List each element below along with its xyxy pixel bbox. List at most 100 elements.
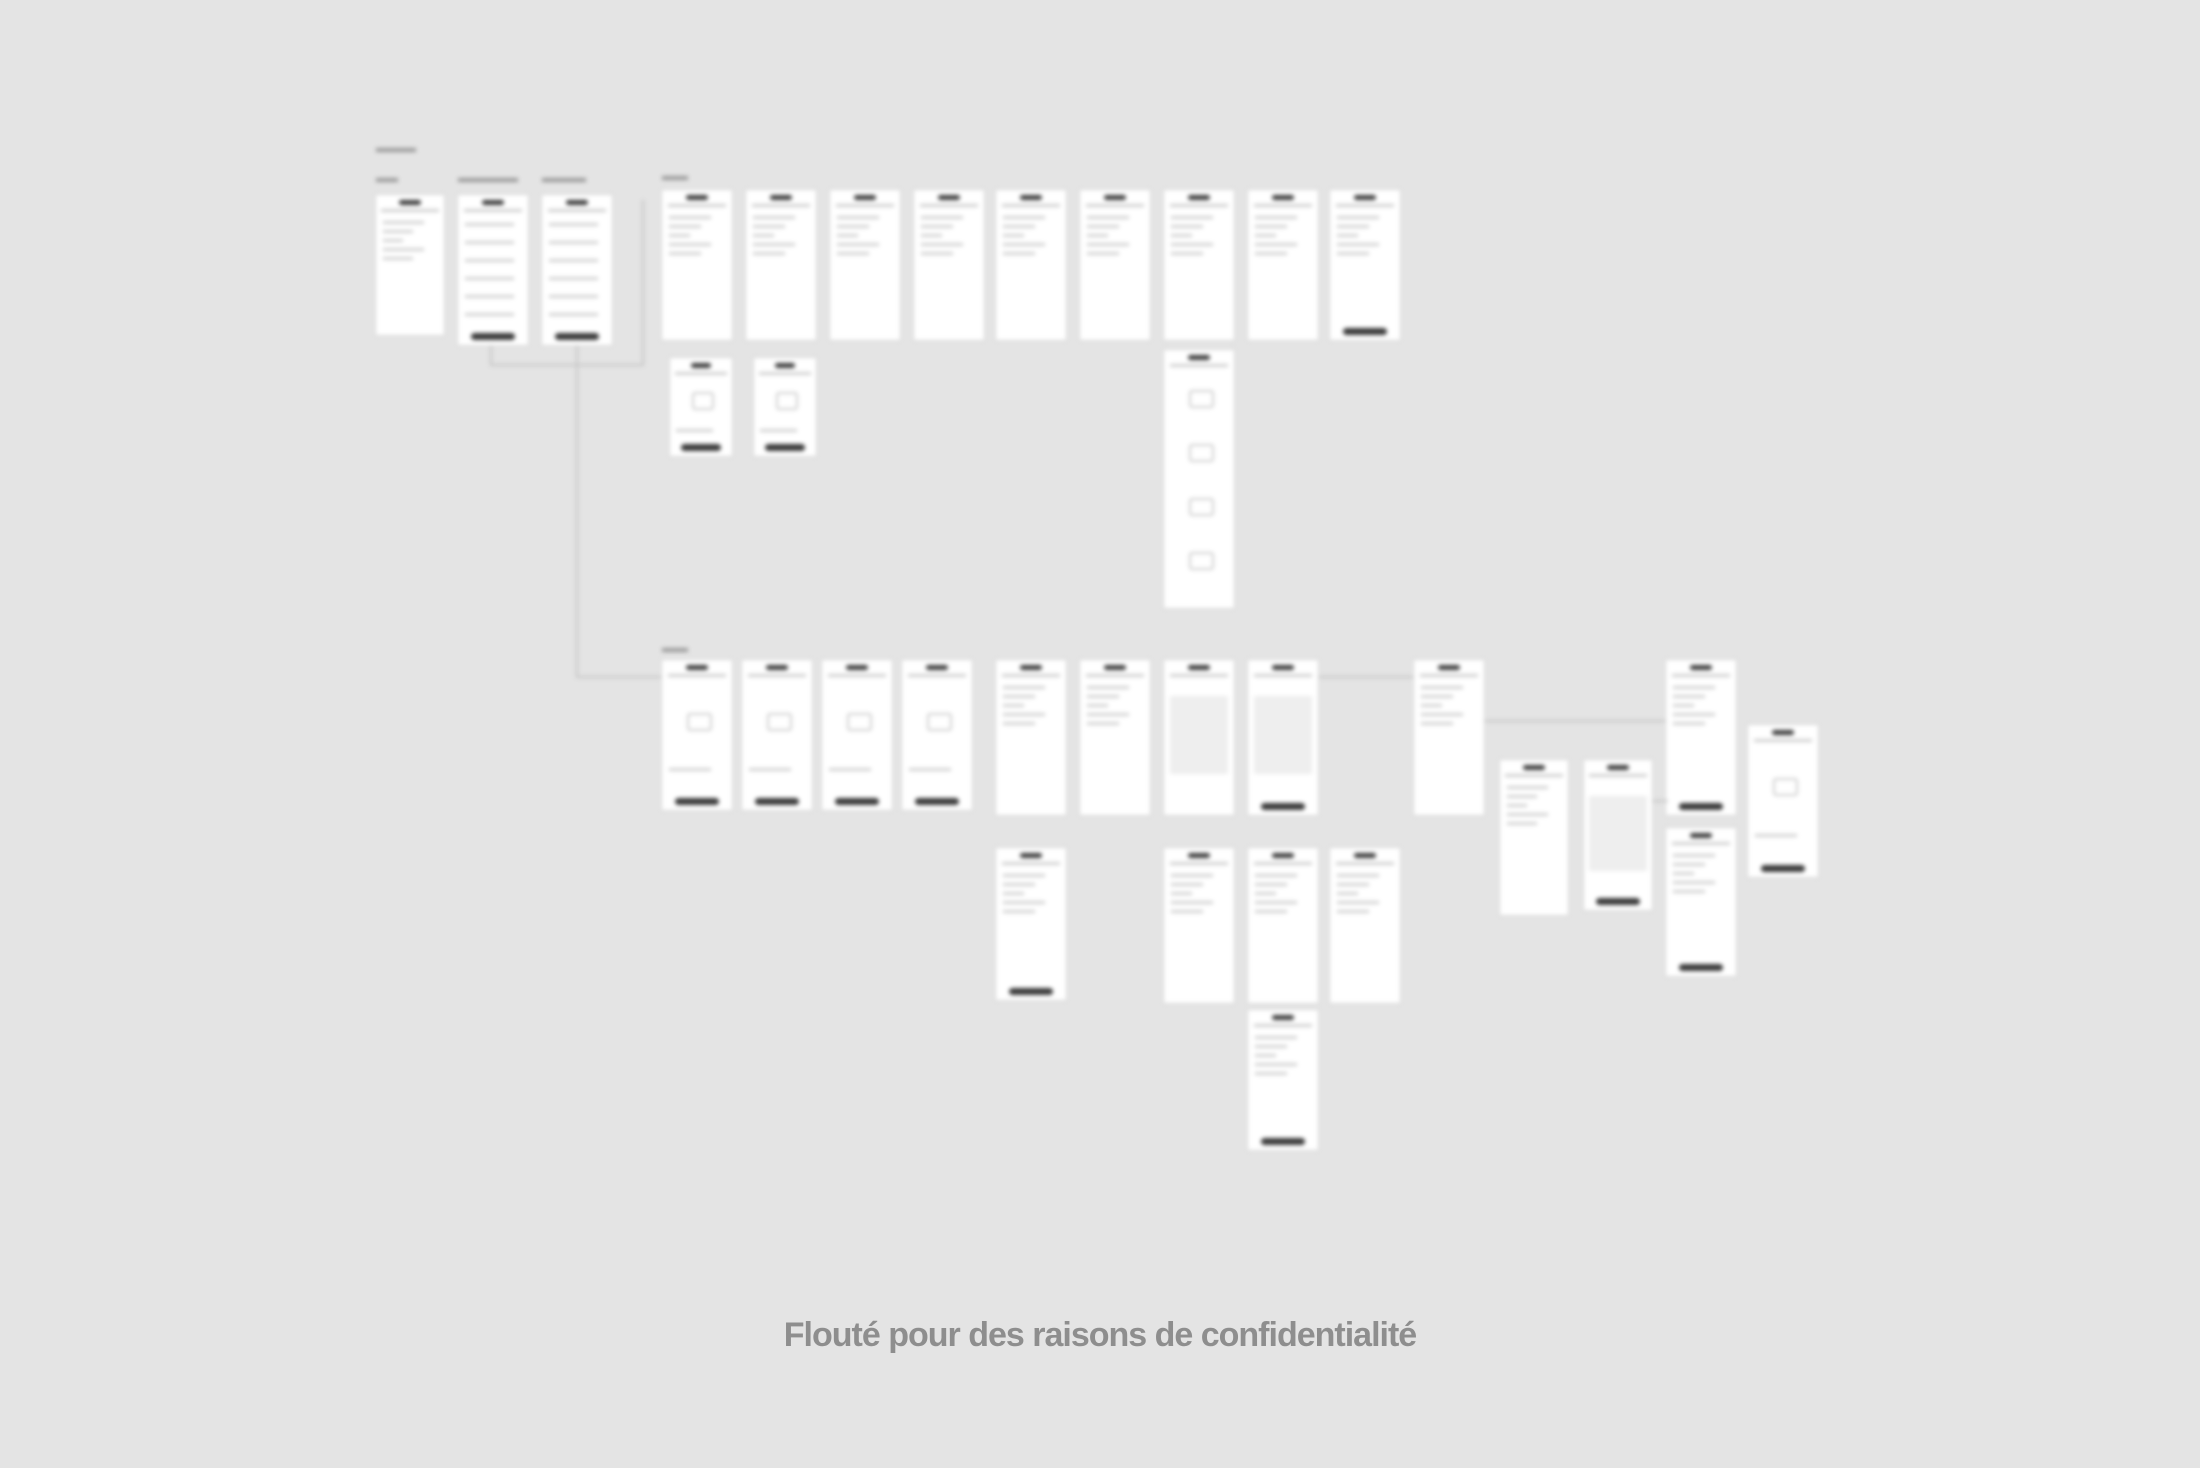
- text-line: [1673, 854, 1715, 857]
- text-line: [1673, 890, 1705, 893]
- text-line: [382, 257, 414, 260]
- text-line: [669, 225, 701, 228]
- flow-connector: [1484, 720, 1666, 722]
- screen-header-bar: [827, 674, 887, 677]
- text-line: [1087, 216, 1129, 219]
- text-line: [1421, 713, 1463, 716]
- text-line: [1255, 252, 1287, 255]
- text-line: [1255, 1036, 1297, 1039]
- screen-header-bar: [919, 204, 979, 207]
- flow-connector: [490, 345, 492, 365]
- text-line: [1506, 804, 1528, 807]
- screen-notch: [775, 363, 795, 368]
- section-label: [542, 178, 586, 182]
- text-line: [1337, 243, 1379, 246]
- text-line: [1337, 910, 1369, 913]
- text-line: [1337, 216, 1379, 219]
- text-line: [1673, 695, 1705, 698]
- caption-line: [760, 429, 798, 432]
- text-line: [1171, 883, 1203, 886]
- image-placeholder-icon: [1188, 390, 1214, 408]
- text-line: [382, 230, 414, 233]
- text-line: [1087, 243, 1129, 246]
- screen-header-bar: [747, 674, 807, 677]
- screen-notch: [1187, 355, 1211, 360]
- text-line: [1337, 892, 1358, 895]
- screen-notch: [1689, 833, 1713, 838]
- wireframe-screen: [1248, 660, 1318, 815]
- text-line: [1171, 901, 1213, 904]
- list-row: [465, 223, 514, 226]
- screen-notch: [1771, 730, 1795, 735]
- wireframe-screen: [1584, 760, 1652, 910]
- screen-notch: [1187, 665, 1211, 670]
- screen-header-bar: [1335, 204, 1395, 207]
- text-line: [837, 225, 869, 228]
- text-line: [1171, 910, 1203, 913]
- section-label: [376, 178, 398, 182]
- wireframe-screen: [914, 190, 984, 340]
- text-line: [753, 216, 795, 219]
- section-label: [458, 178, 518, 182]
- text-line: [837, 252, 869, 255]
- primary-button: [765, 444, 805, 451]
- text-line: [837, 234, 858, 237]
- wireframe-screen: [996, 660, 1066, 815]
- primary-button: [1678, 964, 1724, 971]
- text-line: [1087, 225, 1119, 228]
- wireframe-screen: [746, 190, 816, 340]
- text-line: [1673, 872, 1694, 875]
- text-line: [1003, 243, 1045, 246]
- screen-header-bar: [547, 209, 607, 212]
- screen-notch: [925, 665, 949, 670]
- text-line: [1255, 874, 1297, 877]
- screen-notch: [1353, 853, 1377, 858]
- text-line: [1337, 874, 1379, 877]
- text-line: [837, 216, 879, 219]
- screen-header-bar: [1505, 774, 1563, 777]
- primary-button: [1596, 898, 1640, 905]
- text-line: [1673, 722, 1705, 725]
- screen-header-bar: [1085, 674, 1145, 677]
- caption-line: [676, 429, 714, 432]
- screen-notch: [1019, 195, 1043, 200]
- primary-button: [1760, 865, 1806, 872]
- list-row: [549, 259, 598, 262]
- wireframe-screen: [458, 195, 528, 345]
- screen-header-bar: [1419, 674, 1479, 677]
- text-line: [1673, 704, 1694, 707]
- text-line: [1003, 234, 1024, 237]
- flow-connector: [576, 345, 578, 677]
- text-line: [1421, 722, 1453, 725]
- primary-button: [1008, 988, 1054, 995]
- image-placeholder-icon: [1772, 778, 1798, 796]
- text-line: [1255, 1072, 1287, 1075]
- image-placeholder-icon: [846, 713, 872, 731]
- flow-connector: [1318, 676, 1414, 678]
- screen-header-bar: [1589, 774, 1647, 777]
- text-line: [1171, 243, 1213, 246]
- map-area: [1253, 696, 1313, 774]
- flow-connector: [490, 364, 644, 366]
- text-line: [753, 243, 795, 246]
- text-line: [1337, 234, 1358, 237]
- wireframe-screen: [1164, 350, 1234, 608]
- screen-notch: [853, 195, 877, 200]
- text-line: [1087, 252, 1119, 255]
- text-line: [1171, 874, 1213, 877]
- caption-line: [749, 768, 791, 771]
- text-line: [921, 243, 963, 246]
- text-line: [1506, 813, 1548, 816]
- screen-header-bar: [1169, 862, 1229, 865]
- section-label: [662, 176, 688, 180]
- text-line: [1003, 686, 1045, 689]
- screen-notch: [481, 200, 505, 205]
- text-line: [1087, 704, 1108, 707]
- text-line: [1171, 252, 1203, 255]
- screen-notch: [1607, 765, 1629, 770]
- screen-notch: [399, 200, 421, 205]
- text-line: [1421, 704, 1442, 707]
- screen-notch: [1353, 195, 1377, 200]
- text-line: [1003, 892, 1024, 895]
- text-line: [1003, 883, 1035, 886]
